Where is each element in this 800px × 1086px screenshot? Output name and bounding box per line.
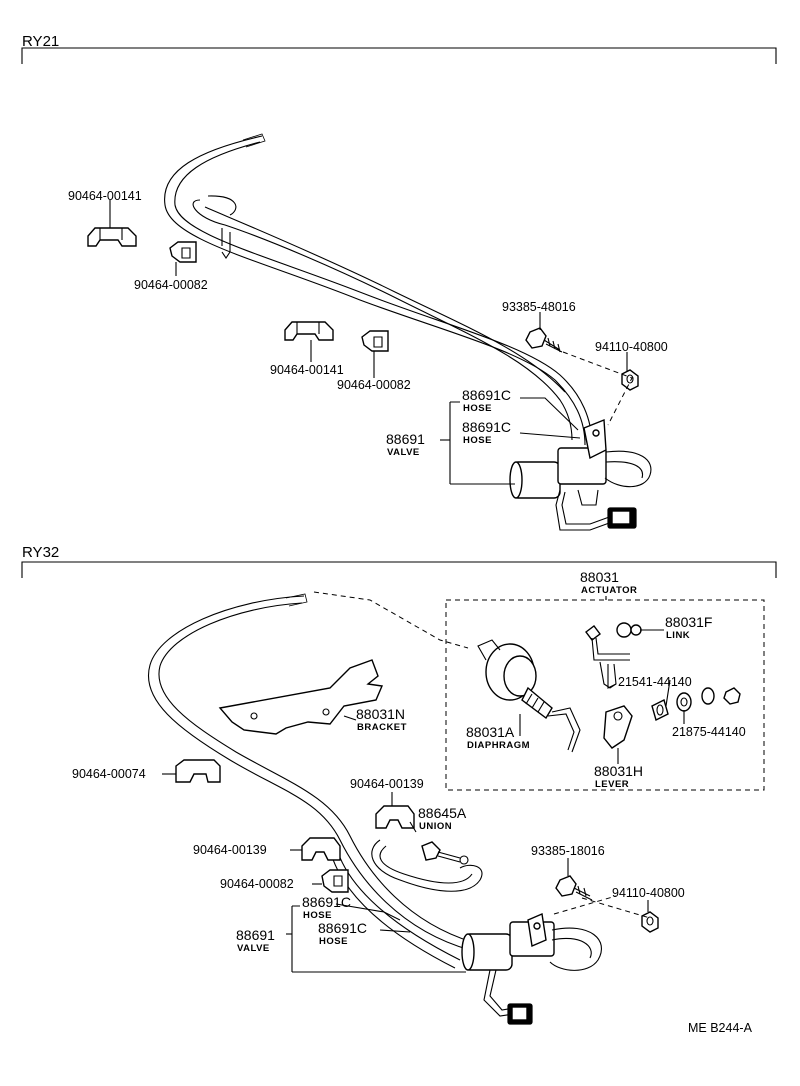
ry32-label-diaphragm: DIAPHRAGM (467, 740, 530, 751)
ry21-nut-94110-40800 (621, 369, 639, 391)
section-ry21-title: RY21 (22, 33, 59, 50)
ry32-label-union: UNION (419, 821, 452, 832)
ry32-label-88031a: 88031A (466, 724, 515, 740)
ry21-label-88691: 88691 (386, 431, 425, 447)
ry21-label-90464-00141-a: 90464-00141 (68, 189, 142, 203)
ry21-label-hose-1: HOSE (463, 403, 492, 414)
ry21-label-88691c-2: 88691C (462, 419, 511, 435)
section-ry32: RY32 (21, 544, 777, 1025)
ry32-nut-94110-40800 (641, 911, 659, 933)
ry32-diaphragm-88031a (477, 639, 581, 753)
ry32-label-93385-18016: 93385-18016 (531, 844, 605, 858)
ry21-clip-90464-00082-b (361, 330, 389, 352)
ry32-label-88691c-1: 88691C (302, 894, 351, 910)
ry21-label-90464-00082-a: 90464-00082 (134, 278, 208, 292)
ry32-label-90464-00082: 90464-00082 (220, 877, 294, 891)
ry32-label-bracket: BRACKET (357, 722, 407, 733)
ry21-label-90464-00141-b: 90464-00141 (270, 363, 344, 377)
ry32-bracket-88031n (218, 659, 384, 735)
ry21-valve (509, 418, 652, 531)
section-ry21: RY21 (21, 33, 777, 531)
ry32-link-88031f (585, 622, 642, 689)
ry21-label-93385-48016: 93385-48016 (502, 300, 576, 314)
ry32-valve (461, 913, 603, 1025)
section-ry32-title: RY32 (22, 544, 59, 561)
ry32-label-88031n: 88031N (356, 706, 405, 722)
ry21-clip-90464-00141-a (87, 227, 137, 247)
section-ry32-bracket-line (21, 561, 777, 578)
ry32-label-hose-2: HOSE (319, 936, 348, 947)
ry32-label-link: LINK (666, 630, 690, 641)
ry32-label-hose-1: HOSE (303, 910, 332, 921)
ry32-label-actuator: ACTUATOR (581, 585, 637, 596)
ry32-label-88031f: 88031F (665, 614, 712, 630)
ry21-label-valve: VALVE (387, 447, 420, 458)
ry32-label-88691: 88691 (236, 927, 275, 943)
ry32-label-88645a: 88645A (418, 805, 467, 821)
ry32-lever-88031h (603, 705, 633, 749)
footer-code: ME B244-A (688, 1021, 753, 1035)
ry32-clip-90464-00139-a (375, 805, 415, 829)
ry21-label-94110-40800: 94110-40800 (595, 340, 668, 354)
ry21-clip-90464-00141-b (284, 321, 334, 341)
section-ry21-bracket-line (21, 47, 777, 64)
ry32-clip-90464-00082 (321, 869, 349, 893)
ry32-clip-90464-00139-b (301, 837, 341, 861)
ry21-clip-90464-00082-a (169, 241, 197, 263)
ry21-label-90464-00082-b: 90464-00082 (337, 378, 411, 392)
ry21-label-88691c-1: 88691C (462, 387, 511, 403)
ry32-label-94110-40800: 94110-40800 (612, 886, 685, 900)
ry32-bolt-93385-18016 (555, 875, 593, 901)
ry21-label-hose-2: HOSE (463, 435, 492, 446)
ry32-label-88691c-2: 88691C (318, 920, 367, 936)
ry21-hose-assembly (164, 133, 593, 446)
ry32-clip-90464-00074 (175, 759, 221, 783)
actuator-group-box (445, 599, 765, 791)
ry32-label-valve: VALVE (237, 943, 270, 954)
ry32-label-21875-44140: 21875-44140 (672, 725, 746, 739)
ry32-bushing-21541-44140 (651, 698, 669, 722)
ry32-union-88645a (421, 841, 469, 865)
ry32-washer-21875-44140 (676, 687, 741, 712)
ry32-label-88031h: 88031H (594, 763, 643, 779)
ry32-label-21541-44140: 21541-44140 (618, 675, 692, 689)
ry21-bolt-93385-48016 (525, 327, 563, 353)
ry32-label-lever: LEVER (595, 779, 629, 790)
ry32-label-90464-00139-b: 90464-00139 (193, 843, 267, 857)
ry32-label-90464-00074: 90464-00074 (72, 767, 146, 781)
ry32-label-88031: 88031 (580, 569, 619, 585)
ry32-label-90464-00139-a: 90464-00139 (350, 777, 424, 791)
